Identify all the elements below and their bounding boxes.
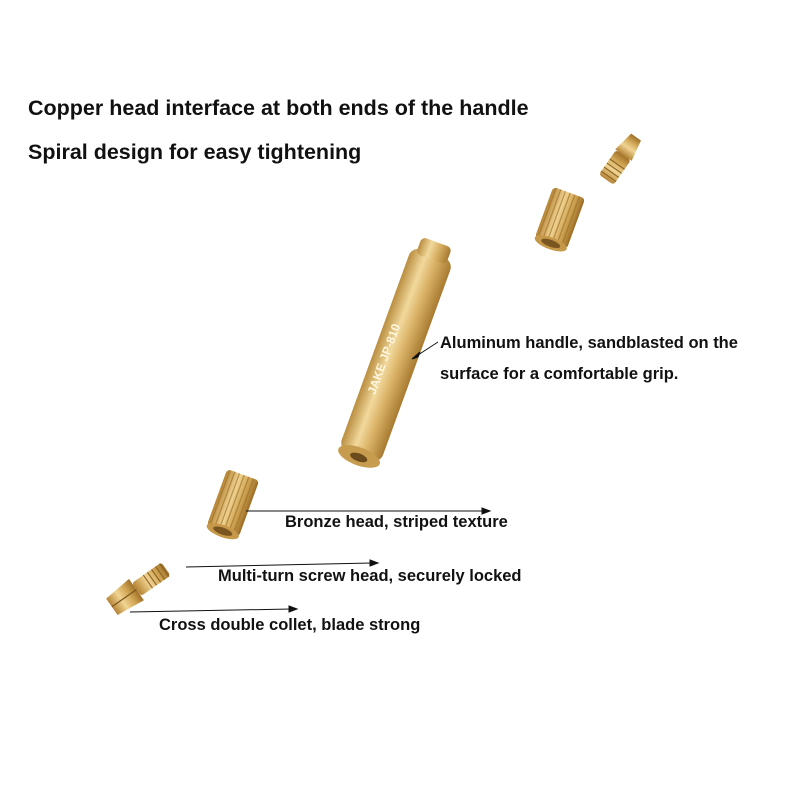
headline-spiral-design: Spiral design for easy tightening [28, 140, 362, 164]
callout-collet: Cross double collet, blade strong [159, 616, 421, 634]
callout-aluminum-handle: Aluminum handle, sandblasted on the surf… [440, 328, 738, 390]
arrow-screw [185, 562, 373, 568]
headline-copper-interface: Copper head interface at both ends of th… [28, 96, 529, 120]
callout-handle-line2: surface for a comfortable grip. [440, 365, 679, 383]
callout-bronze-head: Bronze head, striped texture [285, 513, 508, 531]
callout-screw-head: Multi-turn screw head, securely locked [218, 567, 522, 585]
arrow-bronze-head [481, 507, 492, 515]
collet-bottom [106, 563, 170, 615]
bronze-head-bottom [206, 470, 259, 540]
arrow-collet-head [288, 605, 299, 613]
arrow-collet [129, 608, 292, 613]
bronze-head-top [534, 187, 585, 252]
collet-top [600, 133, 641, 184]
arrow-handle-head [411, 351, 421, 360]
callout-handle-line1: Aluminum handle, sandblasted on the [440, 334, 738, 352]
callout-arrows [129, 341, 492, 613]
arrow-screw-head [369, 559, 380, 567]
